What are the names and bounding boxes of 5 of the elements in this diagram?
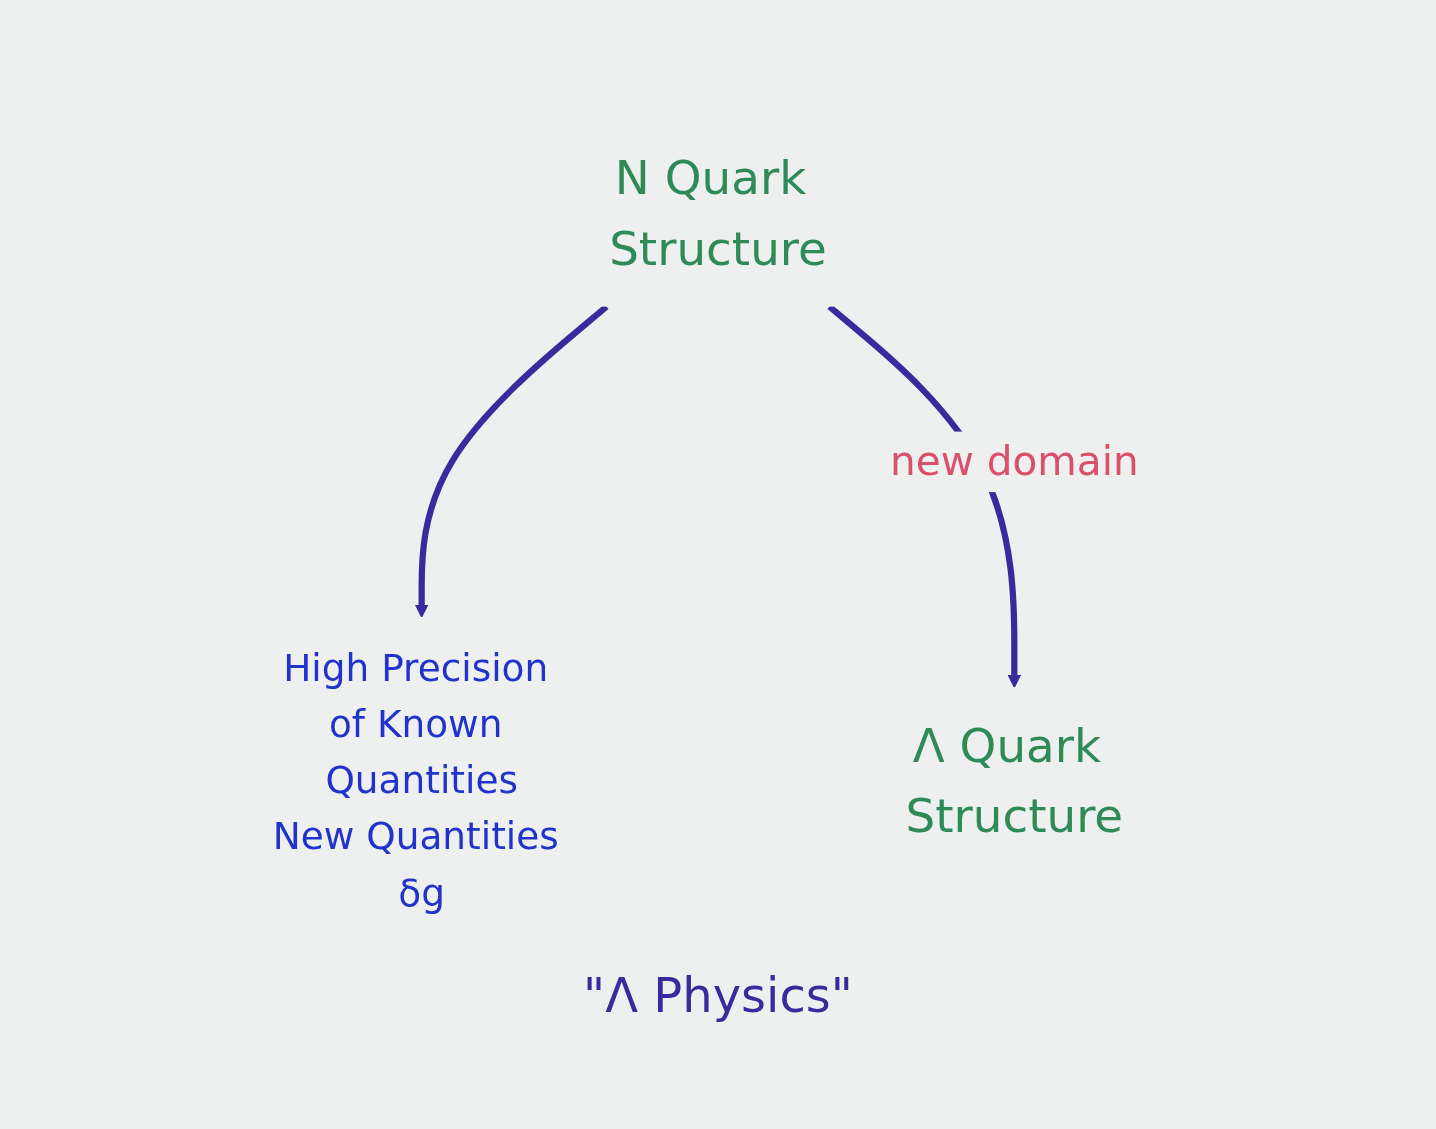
edge-label: new domain [890,437,1139,484]
node-text: High Precision of Known Quantities New Quantities δg [272,646,559,915]
note-text: "Λ Physics" [583,966,853,1023]
node-text: Λ Quark Structure [905,717,1124,843]
node-text: N Quark Structure [609,150,827,275]
